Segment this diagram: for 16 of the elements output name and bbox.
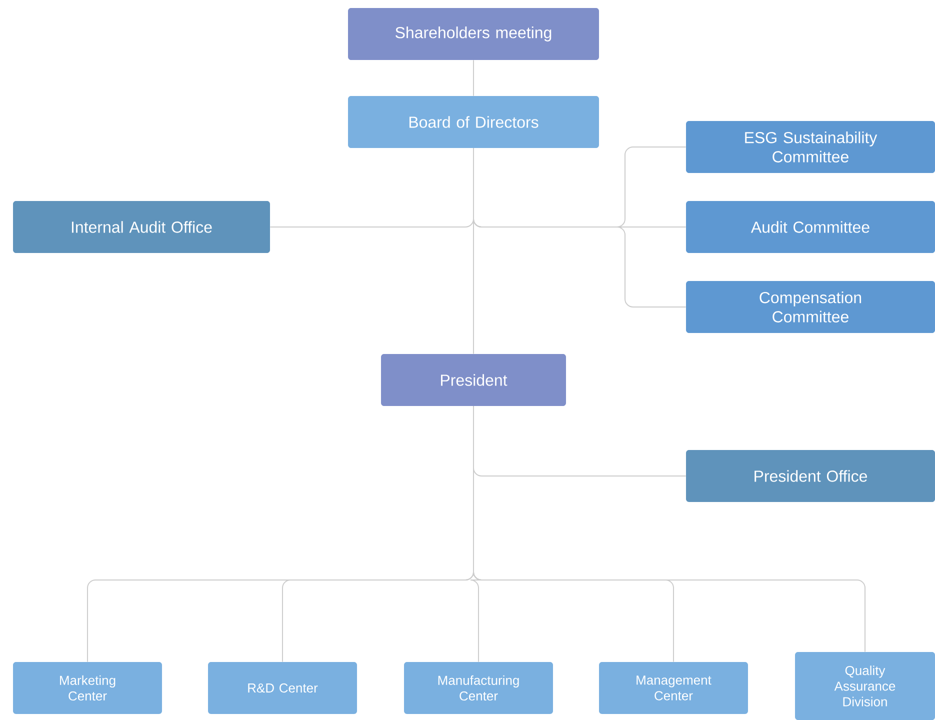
org-box: Compensation Committee	[686, 281, 935, 333]
org-box: President	[381, 354, 566, 406]
connector-line	[473, 148, 686, 308]
connector-line	[473, 406, 866, 652]
org-box: Shareholders meeting	[348, 8, 599, 60]
org-box: Audit Committee	[686, 201, 935, 253]
org-box: R&D Center	[208, 662, 357, 714]
org-box: Manufacturing Center	[404, 662, 553, 714]
org-box: Management Center	[599, 662, 748, 714]
org-box: Internal Audit Office	[13, 201, 270, 253]
org-box: Board of Directors	[348, 96, 599, 148]
org-box: President Office	[686, 450, 935, 502]
org-box: Marketing Center	[13, 662, 162, 714]
org-box: Quality Assurance Division	[795, 652, 935, 720]
connector-line	[473, 60, 474, 96]
org-box: ESG Sustainability Committee	[686, 121, 935, 173]
